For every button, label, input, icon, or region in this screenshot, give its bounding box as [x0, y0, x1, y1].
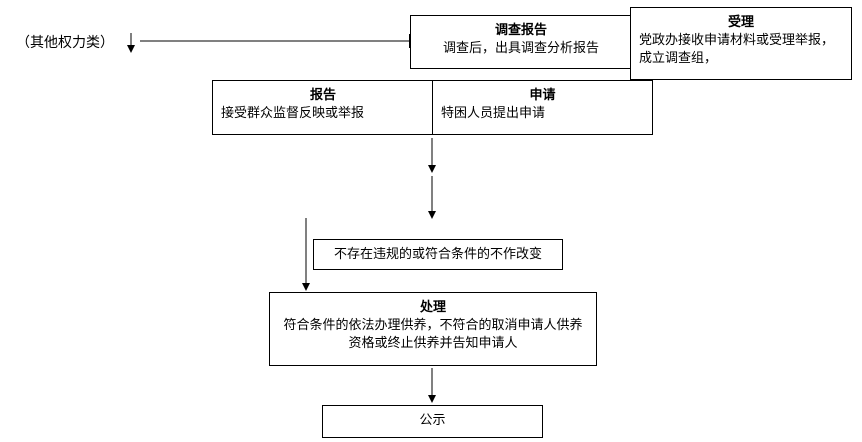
report-body: 接受群众监督反映或举报: [221, 106, 365, 121]
side-label: （其他权力类）: [16, 35, 114, 51]
no-change-body: 不存在违规的或符合条件的不作改变: [333, 247, 542, 262]
investigation-report-title: 调查报告: [494, 23, 547, 38]
handling-box: 处理 符合条件的依法办理供养，不符合的取消申请人供养资格或终止供养并告知申请人: [269, 292, 597, 366]
application-box: 申请 特困人员提出申请: [432, 80, 653, 135]
report-box: 报告 接受群众监督反映或举报: [212, 80, 434, 135]
no-change-box: 不存在违规的或符合条件的不作改变: [313, 239, 563, 270]
investigation-report-body: 调查后，出具调查分析报告: [442, 41, 599, 56]
application-title: 申请: [529, 88, 556, 103]
handling-title: 处理: [419, 300, 446, 315]
report-title: 报告: [309, 88, 336, 103]
acceptance-body: 党政办接收申请材料或受理举报，成立调查组，: [639, 33, 835, 66]
acceptance-title: 受理: [727, 15, 754, 30]
handling-body: 符合条件的依法办理供养，不符合的取消申请人供养资格或终止供养并告知申请人: [283, 318, 583, 351]
publicize-box: 公示: [322, 405, 543, 438]
acceptance-box: 受理 党政办接收申请材料或受理举报，成立调查组，: [630, 7, 852, 80]
application-body: 特困人员提出申请: [441, 106, 546, 121]
investigation-report-box: 调查报告 调查后，出具调查分析报告: [410, 15, 632, 69]
publicize-body: 公示: [419, 413, 446, 428]
